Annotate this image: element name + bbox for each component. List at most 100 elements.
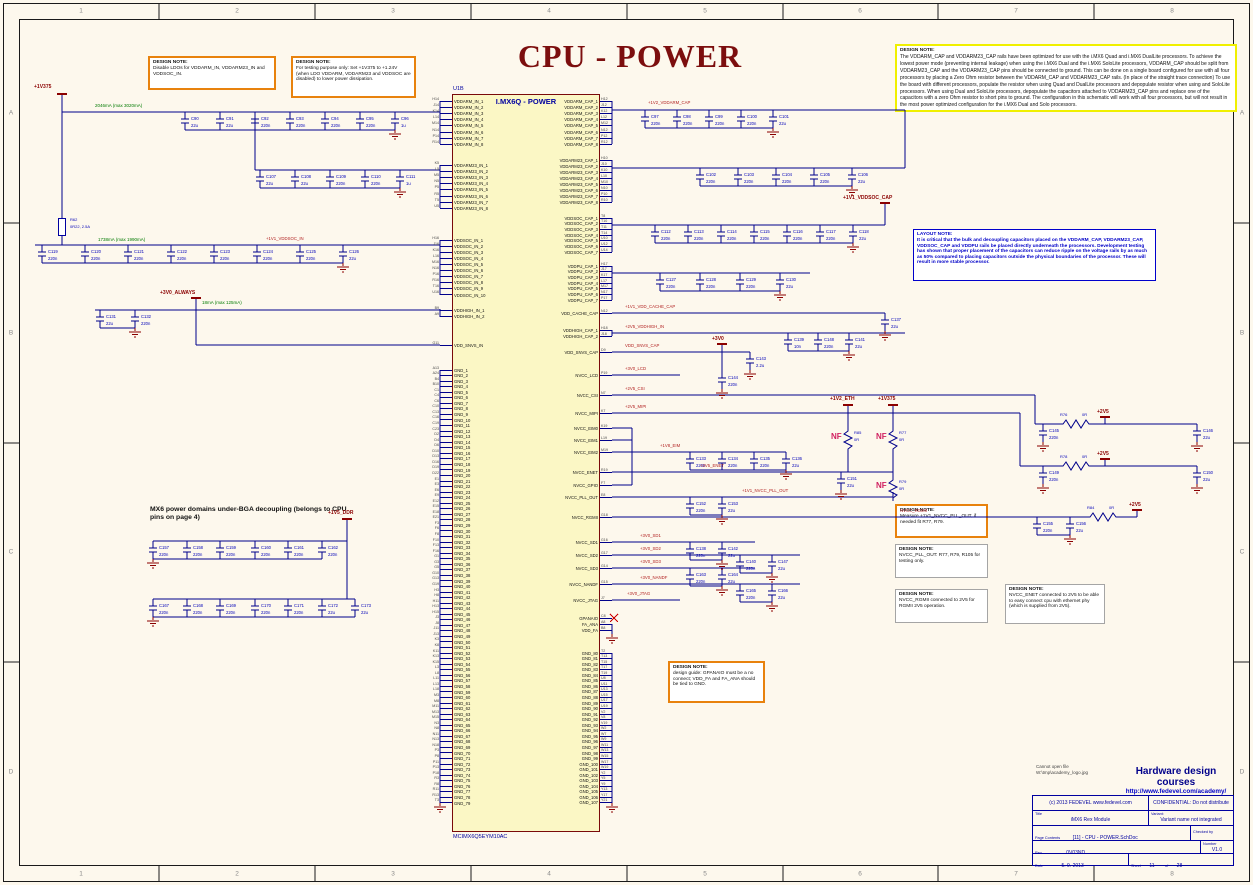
pin-gnd_73: GND_73 xyxy=(454,767,471,773)
pin-gnd_60: GND_60 xyxy=(454,695,471,701)
pin-stub xyxy=(440,380,452,382)
note-body: The VDDARM_CAP and VDDARM23_CAP rails ha… xyxy=(900,54,1231,109)
pin-gnd_26: GND_26 xyxy=(454,506,471,512)
svg-text:C167: C167 xyxy=(159,603,170,608)
pin-gnd_36: GND_36 xyxy=(454,561,471,567)
svg-text:220n: 220n xyxy=(159,610,169,615)
pin-number: J11 xyxy=(433,626,439,631)
svg-text:22u: 22u xyxy=(859,236,867,241)
pin-number: M16 xyxy=(432,259,439,264)
pin-fa_ana: FA_ANA xyxy=(581,621,598,627)
svg-text:220n: 220n xyxy=(706,179,716,184)
gnd-symbol xyxy=(767,128,779,138)
resistor-value: 0R xyxy=(854,437,860,442)
svg-text:220n: 220n xyxy=(782,179,792,184)
power-flag-bar xyxy=(717,343,727,345)
pin-vddarm_in_8: VDDARM_IN_8 xyxy=(454,142,484,147)
pin-number: J17 xyxy=(601,267,607,272)
pin-number: M3 xyxy=(434,692,439,697)
pin-number: N12 xyxy=(601,127,608,132)
svg-text:C149: C149 xyxy=(1049,470,1060,475)
pin-number: P12 xyxy=(601,133,608,138)
sheet-total: 28 xyxy=(1176,863,1183,869)
pin-stub xyxy=(440,635,452,637)
gnd-symbol xyxy=(394,188,406,198)
pin-number: U14 xyxy=(601,247,608,252)
under-bga-heading: MX6 power domains under-BGA decoupling (… xyxy=(150,506,347,521)
pin-nvcc_nandf: NVCC_NANDF xyxy=(569,581,598,587)
svg-text:220n: 220n xyxy=(226,610,236,615)
pin-stub xyxy=(440,597,452,599)
pin-stub xyxy=(600,730,612,732)
pin-number: T17 xyxy=(601,665,608,670)
resistor-value: 0R xyxy=(899,437,905,442)
pin-number: G17 xyxy=(601,550,608,555)
pin-gnd_65: GND_65 xyxy=(454,722,471,728)
pin-stub xyxy=(600,685,612,687)
pin-vdd_cache_cap: VDD_CACHE_CAP xyxy=(561,310,598,316)
pin-number: N10 xyxy=(601,185,608,190)
pin-vddarm23_cap_7: VDDARM23_CAP_7 xyxy=(559,193,598,199)
pin-number: T5 xyxy=(434,197,439,202)
pin-gnd_100: GND_100 xyxy=(579,761,598,767)
svg-text:C136: C136 xyxy=(792,456,803,461)
pin-stub xyxy=(440,458,452,460)
pin-number: F10 xyxy=(432,537,439,542)
pin-stub xyxy=(440,201,452,203)
gnd-symbol xyxy=(389,130,401,140)
pin-number: E1 xyxy=(434,476,439,481)
svg-text:22u: 22u xyxy=(855,344,863,349)
pin-number: C16 xyxy=(432,415,439,420)
svg-text:220n: 220n xyxy=(226,552,236,557)
pin-vddarm_cap_4: VDDARM_CAP_4 xyxy=(564,117,598,123)
svg-text:220n: 220n xyxy=(727,236,737,241)
pin-number: W2 xyxy=(601,726,607,731)
svg-text:C151: C151 xyxy=(847,476,858,481)
pin-gnd_24: GND_24 xyxy=(454,495,471,501)
pin-number: G14 xyxy=(601,563,608,568)
pin-stub xyxy=(600,696,612,698)
pin-number: G10 xyxy=(432,570,439,575)
pin-stub xyxy=(440,176,452,178)
svg-text:220n: 220n xyxy=(1049,477,1059,482)
pin-gnd_82: GND_82 xyxy=(581,661,598,667)
svg-text:220n: 220n xyxy=(826,236,836,241)
pin-number: N12 xyxy=(601,308,608,313)
svg-text:220n: 220n xyxy=(696,508,706,513)
pin-stub xyxy=(600,785,612,787)
gnd-symbol xyxy=(606,634,618,644)
svg-text:C91: C91 xyxy=(226,116,234,121)
pin-gnd_70: GND_70 xyxy=(454,750,471,756)
pin-stub xyxy=(440,652,452,654)
pin-number: K12 xyxy=(601,108,608,113)
pin-number: H11 xyxy=(432,598,439,603)
pin-number: T15 xyxy=(601,659,608,664)
pin-stub xyxy=(600,516,612,518)
pin-number: P13 xyxy=(432,765,439,770)
pin-gnd_40: GND_40 xyxy=(454,584,471,590)
pin-vddarm_cap_1: VDDARM_CAP_1 xyxy=(564,98,598,104)
power-flag-bar xyxy=(880,202,890,204)
pin-number: E6 xyxy=(434,487,439,492)
pin-number: A13 xyxy=(432,365,439,370)
pin-number: R12 xyxy=(601,139,608,144)
pin-number: D16 xyxy=(432,459,439,464)
pin-vddarm23_in_4: VDDARM23_IN_4 xyxy=(454,181,488,187)
pin-stub xyxy=(600,240,612,242)
pin-gnd_76: GND_76 xyxy=(454,783,471,789)
pin-vddsoc_in_2: VDDSOC_IN_2 xyxy=(454,243,484,249)
gnd-symbol xyxy=(744,370,756,380)
net-label: +1V8_EIM xyxy=(660,443,681,448)
svg-text:22u: 22u xyxy=(778,595,786,600)
pin-vddarm23_cap_3: VDDARM23_CAP_3 xyxy=(559,169,598,175)
pin-stub xyxy=(440,796,452,798)
pin-stub xyxy=(600,217,612,219)
pin-gnd_28: GND_28 xyxy=(454,517,471,523)
svg-text:220n: 220n xyxy=(760,463,770,468)
